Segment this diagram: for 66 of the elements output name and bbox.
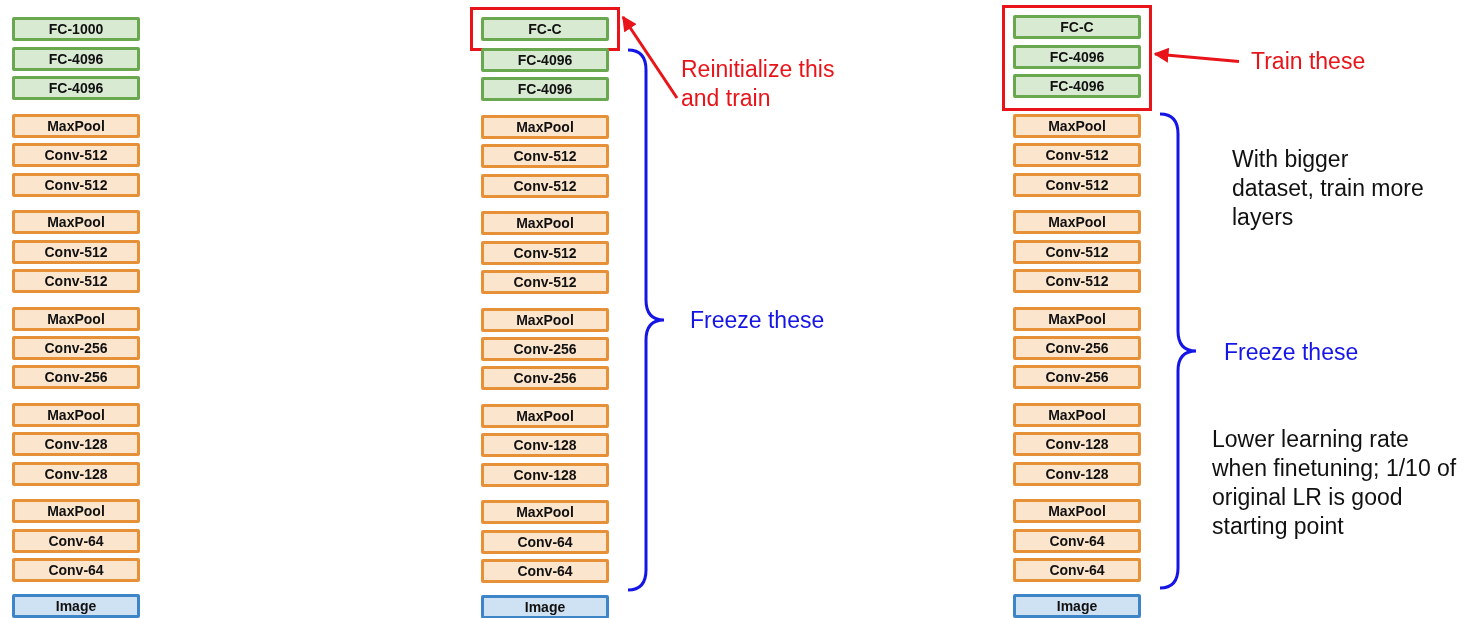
layer-box: FC-1000 bbox=[12, 17, 140, 41]
layer-box: Conv-64 bbox=[481, 558, 609, 583]
layer-box: MaxPool bbox=[1013, 499, 1141, 524]
layer-box: Conv-128 bbox=[12, 461, 140, 486]
layer-box: Conv-512 bbox=[481, 240, 609, 265]
layer-box: Conv-512 bbox=[12, 268, 140, 293]
layer-box: FC-4096 bbox=[12, 76, 140, 100]
layer-box: MaxPool bbox=[481, 115, 609, 139]
layer-box: Conv-512 bbox=[1013, 239, 1141, 264]
layer-box: Conv-128 bbox=[481, 433, 609, 458]
layer-box: Conv-512 bbox=[481, 269, 609, 294]
layer-box: Conv-64 bbox=[12, 557, 140, 582]
layer-box: Conv-128 bbox=[12, 432, 140, 457]
layer-box: MaxPool bbox=[1013, 402, 1141, 427]
layer-box: Conv-128 bbox=[481, 462, 609, 487]
layer-box: Conv-512 bbox=[481, 144, 609, 169]
layer-box: FC-4096 bbox=[1013, 44, 1141, 69]
layer-box: Conv-512 bbox=[12, 143, 140, 168]
note-text: With bigger dataset, train more layers bbox=[1232, 145, 1425, 232]
layer-box: MaxPool bbox=[1013, 114, 1141, 138]
note-text: Lower learning rate when finetuning; 1/10 of original LR is good starting point bbox=[1212, 425, 1458, 541]
layer-box: Conv-64 bbox=[12, 528, 140, 553]
layer-box: Conv-128 bbox=[1013, 461, 1141, 486]
input-layer-box: Image bbox=[12, 594, 140, 618]
layer-box: Conv-64 bbox=[1013, 528, 1141, 553]
layer-box: Conv-128 bbox=[1013, 432, 1141, 457]
layer-box: Conv-256 bbox=[481, 366, 609, 391]
layer-box: Conv-512 bbox=[12, 172, 140, 197]
layer-box: FC-4096 bbox=[481, 77, 609, 101]
layer-box: MaxPool bbox=[12, 114, 140, 138]
annotation-text: Reinitialize this and train bbox=[681, 55, 856, 113]
layer-box: Conv-512 bbox=[481, 173, 609, 198]
layer-box: FC-C bbox=[481, 17, 609, 41]
input-layer-box: Image bbox=[1013, 594, 1141, 618]
note-text: Freeze these bbox=[690, 306, 826, 335]
layer-box: MaxPool bbox=[12, 210, 140, 235]
layer-box: MaxPool bbox=[481, 307, 609, 332]
layer-box: FC-4096 bbox=[1013, 74, 1141, 98]
layer-box: Conv-256 bbox=[481, 336, 609, 361]
layer-box: Conv-64 bbox=[1013, 557, 1141, 582]
layer-box: MaxPool bbox=[12, 306, 140, 331]
input-layer-box: Image bbox=[481, 595, 609, 618]
arrow bbox=[1153, 47, 1240, 63]
layer-box: Conv-256 bbox=[12, 335, 140, 360]
layer-box: Conv-256 bbox=[12, 365, 140, 390]
layer-box: FC-C bbox=[1013, 15, 1141, 39]
layer-box: MaxPool bbox=[1013, 210, 1141, 235]
layer-box: Conv-512 bbox=[1013, 143, 1141, 168]
note-text: Freeze these bbox=[1224, 338, 1360, 367]
layer-box: FC-4096 bbox=[12, 46, 140, 71]
layer-box: Conv-512 bbox=[1013, 172, 1141, 197]
layer-box: MaxPool bbox=[481, 500, 609, 525]
layer-box: Conv-256 bbox=[1013, 365, 1141, 390]
layer-box: MaxPool bbox=[481, 403, 609, 428]
layer-box: MaxPool bbox=[1013, 306, 1141, 331]
annotation-text: Train these bbox=[1251, 47, 1451, 76]
layer-box: Conv-512 bbox=[12, 239, 140, 264]
highlight-box bbox=[1002, 5, 1152, 111]
layer-box: Conv-256 bbox=[1013, 335, 1141, 360]
layer-box: MaxPool bbox=[12, 499, 140, 524]
layer-box: Conv-512 bbox=[1013, 268, 1141, 293]
arrow bbox=[621, 15, 679, 99]
layer-box: MaxPool bbox=[12, 402, 140, 427]
layer-box: FC-4096 bbox=[481, 47, 609, 72]
layer-box: MaxPool bbox=[481, 211, 609, 236]
layer-box: Conv-64 bbox=[481, 529, 609, 554]
